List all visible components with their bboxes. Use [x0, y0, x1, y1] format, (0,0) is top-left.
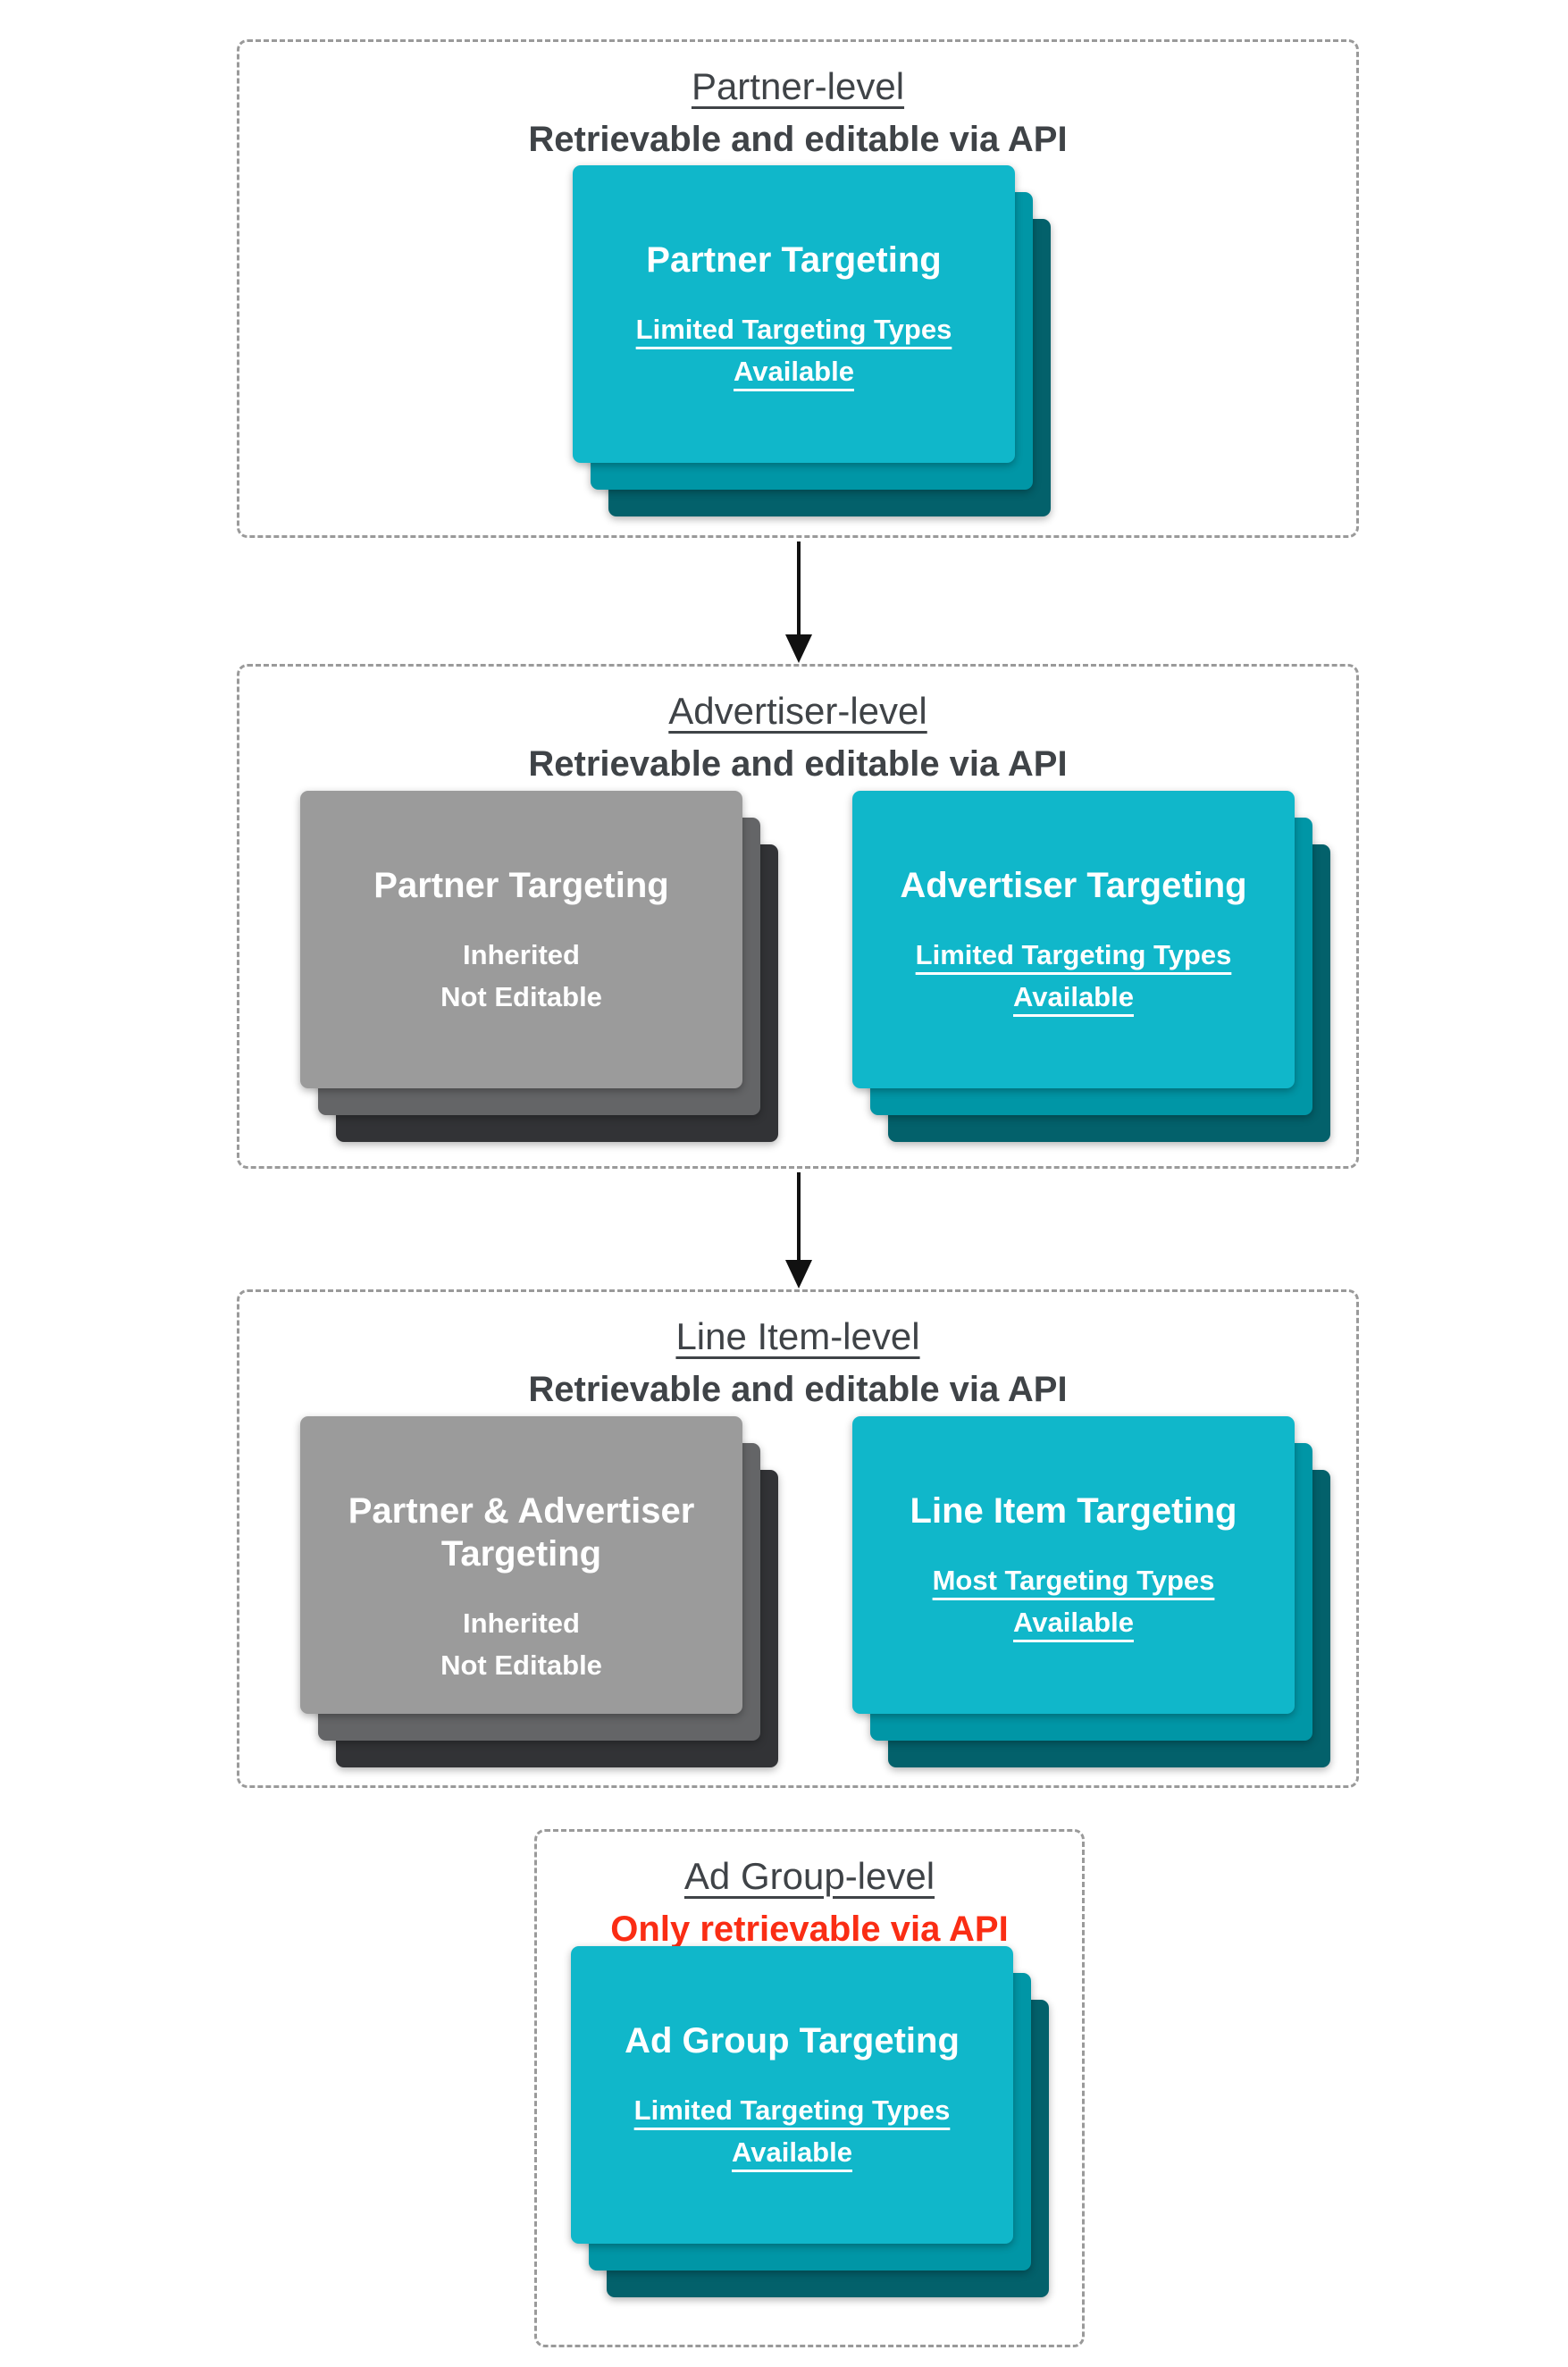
card-front: Ad Group Targeting Limited Targeting Typ… — [571, 1946, 1013, 2244]
panel-partner-level: Partner-level Retrievable and editable v… — [237, 39, 1359, 538]
card-title: Partner Targeting — [373, 866, 669, 905]
card-front: Partner Targeting Inherited Not Editable — [300, 791, 742, 1088]
card-front: Line Item Targeting Most Targeting Types… — [852, 1416, 1295, 1714]
card-line-item-targeting: Line Item Targeting Most Targeting Types… — [852, 1416, 1330, 1767]
api-note-restricted: Only retrievable via API — [610, 1910, 1009, 1949]
arrow-head — [785, 1260, 812, 1288]
card-subtitle: Limited Targeting Types Available — [633, 2094, 951, 2168]
level-title: Ad Group-level — [683, 1855, 935, 1897]
card-ad-group-targeting: Ad Group Targeting Limited Targeting Typ… — [571, 1946, 1049, 2297]
panel-header: Advertiser-level Retrievable and editabl… — [239, 686, 1356, 788]
panel-header: Ad Group-level Only retrievable via API — [537, 1851, 1082, 1953]
level-title: Advertiser-level — [668, 690, 927, 732]
card-front: Partner Targeting Limited Targeting Type… — [573, 165, 1015, 463]
level-title: Line Item-level — [675, 1315, 920, 1357]
card-partner-targeting: Partner Targeting Limited Targeting Type… — [573, 165, 1051, 516]
card-front: Advertiser Targeting Limited Targeting T… — [852, 791, 1295, 1088]
card-title: Advertiser Targeting — [900, 866, 1247, 905]
card-advertiser-targeting: Advertiser Targeting Limited Targeting T… — [852, 791, 1330, 1142]
panel-advertiser-level: Advertiser-level Retrievable and editabl… — [237, 664, 1359, 1169]
card-subtitle: Most Targeting Types Available — [932, 1565, 1215, 1638]
card-subtitle: Limited Targeting Types Available — [635, 314, 952, 387]
card-subtitle: Inherited Not Editable — [440, 939, 602, 1012]
panel-line-item-level: Line Item-level Retrievable and editable… — [237, 1289, 1359, 1788]
panel-ad-group-level: Ad Group-level Only retrievable via API … — [534, 1829, 1085, 2347]
card-partner-targeting-inherited: Partner Targeting Inherited Not Editable — [300, 791, 778, 1142]
card-subtitle: Limited Targeting Types Available — [915, 939, 1232, 1012]
arrow-head — [785, 634, 812, 663]
flow-arrow-down-icon — [785, 541, 812, 663]
arrow-shaft — [797, 1172, 801, 1262]
api-note: Retrievable and editable via API — [528, 120, 1068, 159]
card-title: Ad Group Targeting — [625, 2021, 960, 2061]
card-partner-advertiser-targeting-inherited: Partner & Advertiser Targeting Inherited… — [300, 1416, 778, 1767]
flow-arrow-down-icon — [785, 1172, 812, 1288]
arrow-shaft — [797, 541, 801, 636]
card-title: Partner & Advertiser Targeting — [348, 1491, 695, 1574]
card-front: Partner & Advertiser Targeting Inherited… — [300, 1416, 742, 1714]
level-title: Partner-level — [691, 65, 905, 107]
card-title: Line Item Targeting — [910, 1491, 1237, 1531]
card-title: Partner Targeting — [646, 240, 942, 280]
api-note: Retrievable and editable via API — [528, 1370, 1068, 1409]
api-note: Retrievable and editable via API — [528, 744, 1068, 784]
panel-header: Line Item-level Retrievable and editable… — [239, 1312, 1356, 1414]
panel-header: Partner-level Retrievable and editable v… — [239, 62, 1356, 164]
card-subtitle: Inherited Not Editable — [440, 1607, 602, 1681]
